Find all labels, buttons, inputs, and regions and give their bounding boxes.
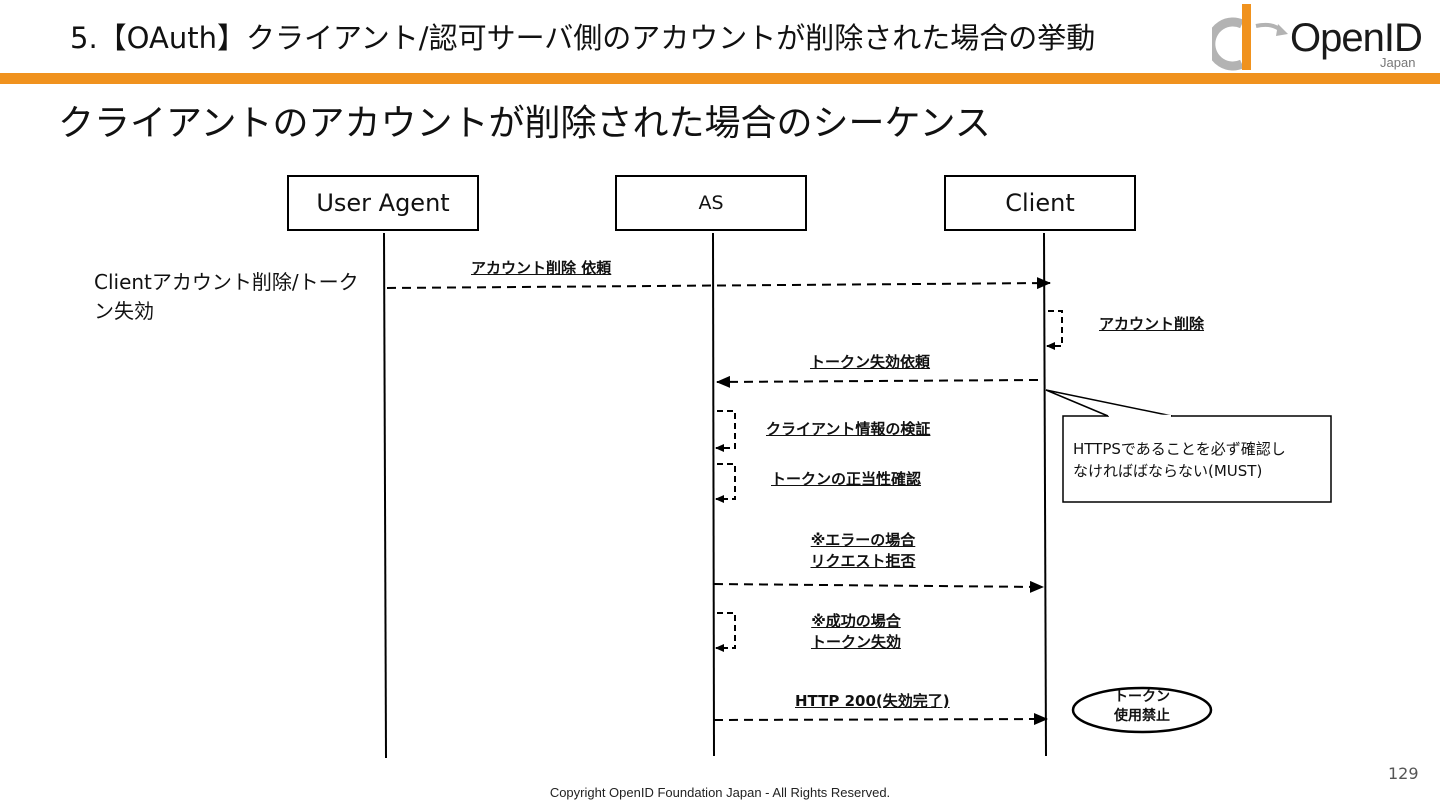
header-accent-bar (0, 73, 1440, 84)
callout-line1: HTTPSであることを必ず確認し (1073, 440, 1286, 458)
lifeline-client (1043, 232, 1047, 757)
actor-client: Client (944, 175, 1136, 231)
side-note: Clientアカウント削除/トークン失効 (94, 270, 359, 323)
openid-logo: OpenID Japan (1212, 2, 1440, 72)
label-client-info-verify: クライアント情報の検証 (766, 420, 931, 438)
self-loop-success-revoke (715, 612, 736, 652)
actor-user-agent: User Agent (287, 175, 479, 231)
copyright: Copyright OpenID Foundation Japan - All … (549, 785, 891, 800)
logo-text: OpenID (1290, 16, 1423, 60)
label-http-200: HTTP 200(失効完了) (795, 692, 950, 710)
page-number: 129 (1388, 764, 1419, 783)
openid-logo-icon (1212, 4, 1288, 71)
label-success-case-line1: ※成功の場合 (811, 612, 901, 630)
label-account-delete: アカウント削除 (1099, 315, 1205, 333)
arrow-http-200 (713, 713, 1048, 726)
self-loop-client-verify (715, 410, 736, 452)
ellipse-line2: 使用禁止 (1114, 708, 1170, 724)
label-error-case-line1: ※エラーの場合 (810, 531, 916, 549)
arrow-error-reject (713, 580, 1044, 593)
label-error-case-line2: リクエスト拒否 (810, 552, 916, 570)
slide-title: 5.【OAuth】クライアント/認可サーバ側のアカウントが削除された場合の挙動 (70, 21, 1096, 55)
ellipse-label: トークン 使用禁止 (1077, 688, 1207, 726)
callout-line2: なければばならない(MUST) (1073, 462, 1263, 480)
label-token-validate: トークンの正当性確認 (771, 470, 922, 488)
lifeline-as (712, 232, 715, 757)
arrow-token-revoke-request (716, 375, 1039, 388)
arrow-account-delete-request (386, 277, 1051, 290)
self-loop-account-delete (1046, 310, 1063, 350)
self-loop-token-validate (715, 463, 736, 503)
actor-as: AS (615, 175, 807, 231)
section-subtitle: クライアントのアカウントが削除された場合のシーケンス (58, 103, 991, 144)
lifeline-user-agent (383, 232, 387, 759)
callout-note: HTTPSであることを必ず確認し なければばならない(MUST) (1063, 416, 1331, 502)
ellipse-line1: トークン (1114, 689, 1170, 705)
callout-shape (1062, 415, 1332, 503)
label-success-case: ※成功の場合 トークン失効 (796, 611, 916, 653)
label-token-revoke-request: トークン失効依頼 (810, 353, 931, 371)
token-disabled-ellipse (1071, 686, 1213, 734)
label-success-case-line2: トークン失効 (810, 633, 901, 651)
label-account-delete-request: アカウント削除 依頼 (471, 259, 612, 277)
callout-pointer (1045, 389, 1173, 417)
logo-subtext: Japan (1380, 55, 1416, 70)
label-error-case: ※エラーの場合 リクエスト拒否 (796, 530, 930, 572)
